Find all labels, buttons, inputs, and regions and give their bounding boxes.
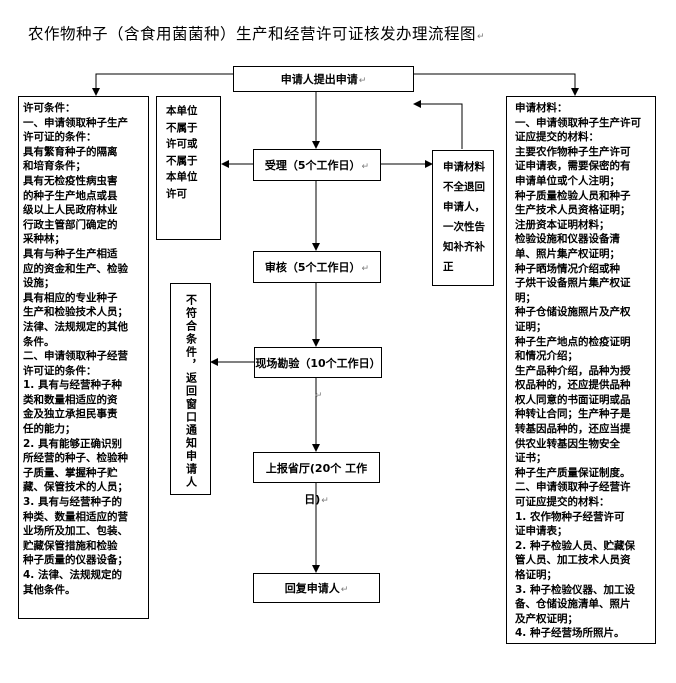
condition-line: 行政主管部门确定的 [23,218,118,231]
materials-box: 申请材料： 一、申请领取种子生产许可证应提交的材料：主要农作物种子生产许可证申请表… [506,96,656,644]
material-line: 4. 种子经营场所照片。 [515,627,625,640]
material-line: 单、照片集产权证明； [515,247,620,260]
material-line: 可证应提交的材料： [515,496,610,509]
condition-line: 1. 具有与经营种子种 [23,379,122,392]
condition-line: 类和数量相适应的资 [23,393,118,406]
material-line: 证应提交的材料： [515,131,599,144]
material-line: 二、申请领取种子经营许 [515,481,631,494]
material-line: 种子生产地点的检疫证明 [515,335,631,348]
condition-line: 生产和检验技术人员； [23,306,128,319]
condition-line: 藏、保管技术的人员； [23,481,128,494]
step-reply: 回复申请人↵ [253,573,380,603]
condition-line: 法律、法规规定的其他 [23,320,128,333]
step-report: 上报省厅(20个 工作日)↵ [253,452,380,506]
material-line: 3. 种子检验仪器、加工设 [515,583,635,596]
condition-line: 的种子生产地点或县 [23,189,118,202]
material-line: 申请单位或个人注明； [515,174,620,187]
rejection-box: 不符合条件，返回窗口通知申请人 [170,283,211,495]
material-line: 注册资本证明材料； [515,218,610,231]
condition-line: 其他条件。 [23,583,76,596]
material-line: 种子生产质量保证制度。 [515,466,631,479]
connector-apply-to-conditions [92,73,233,96]
step-review: 审核（5个工作日）↵ [253,251,381,283]
condition-line: 子质量、掌握种子贮 [23,466,118,479]
condition-line: 具有繁育种子的隔离 [23,145,118,158]
condition-line: 许可证的条件： [23,364,97,377]
material-line: 检验设施和仪器设备清 [515,233,620,246]
material-line: 备、仓储设施清单、照片 [515,598,631,611]
flowchart-title: 农作物种子（含食用菌菌种）生产和经营许可证核发办理流程图↵ [28,25,486,43]
condition-line: 条件。 [23,335,55,348]
material-line: 证申请表，需要保密的有 [515,160,631,173]
condition-line: 具有与种子生产相适 [23,247,118,260]
connector-apply-to-materials [413,73,579,96]
connector-incomplete-back-to-apply [413,100,463,149]
material-line: 申请材料： [515,102,568,114]
condition-line: 业场所及加工、包装、 [23,525,128,538]
condition-line: 设施； [23,277,55,290]
condition-line: 一、申请领取种子生产 [23,116,128,129]
condition-line: 许可证的条件： [23,131,97,144]
condition-line: 4. 法律、法规规定的 [23,569,122,581]
condition-line: 种类、数量相适应的营 [23,510,128,523]
material-line: 和情况介绍； [515,350,578,363]
condition-line: 采种林； [23,233,65,246]
condition-line: 和培育条件； [23,160,86,173]
condition-line: 二、申请领取种子经营 [23,350,128,363]
material-line: 及产权证明； [515,612,578,625]
material-line: 种子仓储设施照片及产权 [515,306,631,319]
condition-line: 种子质量的仪器设备； [23,554,128,567]
step-accept: 受理（5个工作日）↵ [253,149,381,181]
incomplete-materials-box: 申请材料 不全退回 申请人， 一次性告 知补齐补 正 [432,150,494,286]
material-line: 种子质量检验人员和种子 [515,189,631,202]
condition-line: 金及独立承担民事责 [23,408,118,421]
material-line: 证明； [515,320,547,333]
condition-line: 许可条件： [23,102,76,114]
material-line: 证书； [515,452,547,465]
material-line: 权人同意的书面证明或品 [515,393,631,406]
material-line: 管人员、加工技术人员资 [515,554,631,567]
material-line: 权品种的，还应提供品种 [515,379,631,392]
material-line: 生产品种介绍，品种为授 [515,364,631,377]
material-line: 转基因品种的，还应当提 [515,423,631,436]
material-line: 2. 种子检验人员、贮藏保 [515,539,635,552]
material-line: 供农业转基因生物安全 [515,437,620,450]
conditions-box: 许可条件：一、申请领取种子生产许可证的条件：具有繁育种子的隔离和培育条件；具有无… [18,96,149,619]
condition-line: 2. 具有能够正确识别 [23,437,122,450]
material-line: 种子晒场情况介绍或种 [515,262,620,275]
condition-line: 任的能力； [23,423,76,436]
material-line: 明； [515,291,536,304]
material-line: 生产技术人员资格证明； [515,204,631,217]
condition-line: 具有相应的专业种子 [23,291,118,304]
material-line: 一、申请领取种子生产许可 [515,116,641,129]
not-applicable-box: 本单位 不属于 许可或 不属于 本单位 许可 [156,96,221,240]
material-line: 1. 农作物种子经营许可 [515,510,625,523]
condition-line: 具有无检疫性病虫害 [23,174,118,187]
material-line: 子烘干设备照片集产权证 [515,277,631,290]
step-inspect: 现场勘验（10个工作日）↵ [254,347,382,401]
material-line: 主要农作物种子生产许可 [515,145,631,158]
step-apply: 申请人提出申请↵ [233,66,414,92]
condition-line: 贮藏保管措施和检验 [23,539,118,552]
material-line: 证申请表； [515,525,568,538]
condition-line: 所经营的种子、检验种 [23,452,128,465]
condition-line: 级以上人民政府林业 [23,204,118,217]
material-line: 格证明； [515,569,557,581]
condition-line: 3. 具有与经营种子的 [23,496,122,509]
condition-line: 应的资金和生产、检验 [23,262,128,275]
material-line: 种转让合同；生产种子是 [515,408,631,421]
